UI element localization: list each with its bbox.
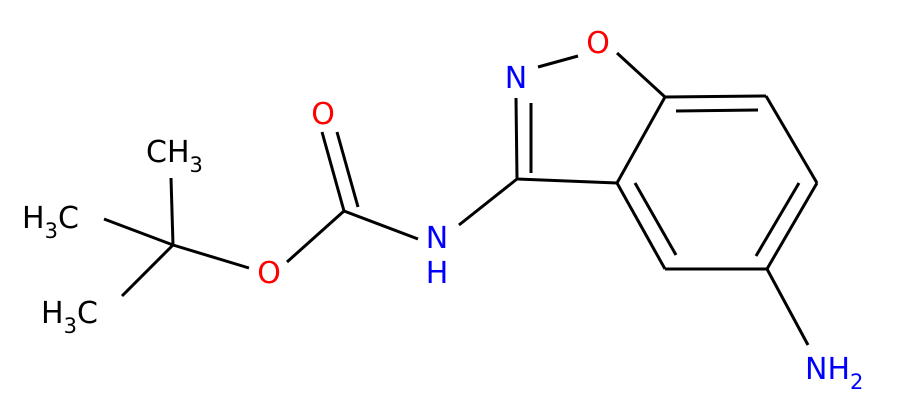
ring-nitrogen-label: N — [505, 61, 527, 96]
bond-quat-c-ch3-bot — [120, 243, 175, 298]
carbonyl-oxygen-label: O — [311, 97, 335, 132]
bond-carbonyl-c-o — [320, 131, 346, 212]
bond-c4-c3a-inner — [633, 182, 678, 256]
methyl-top-label: CH3 — [146, 135, 203, 177]
amine-subscript: 2 — [850, 370, 863, 394]
methyl-bot-h: H — [41, 296, 64, 331]
bond-c5-nh2 — [765, 268, 810, 346]
atom-labels: O N O O N H CH3 H3C H3C NH2 — [22, 26, 863, 394]
amine-label: NH2 — [805, 352, 863, 394]
bond-c3-c3a — [516, 177, 618, 185]
bonds — [103, 51, 819, 346]
bond-c3a-c7a — [615, 96, 667, 184]
bond-carbonyl-c-o-double — [335, 131, 360, 208]
methyl-mid-subscript: 3 — [45, 219, 58, 243]
bond-quat-c-ch3-top — [169, 177, 175, 246]
bond-quat-c-ch3-mid — [103, 217, 174, 247]
bond-c7a-c7 — [664, 94, 767, 99]
methyl-bot-subscript: 3 — [64, 314, 77, 338]
methyl-mid-h: H — [22, 201, 45, 236]
bond-n2-c3 — [514, 97, 519, 180]
bond-c7a-o1 — [615, 51, 667, 99]
methyl-mid-c: C — [58, 201, 79, 236]
bond-c6-c5-inner — [754, 182, 801, 257]
amide-nitrogen-label: N — [426, 221, 448, 256]
bond-c4-c3a — [615, 182, 667, 270]
methyl-top-ch: CH — [146, 135, 190, 170]
bond-c6-c5 — [765, 182, 819, 270]
bond-c3-nh — [458, 177, 518, 227]
bond-carbonyl-c-ester-o — [285, 209, 346, 264]
methyl-bot-label: H3C — [41, 296, 98, 338]
methyl-top-subscript: 3 — [190, 153, 203, 177]
ester-oxygen-label: O — [257, 256, 281, 291]
bond-c7-c7-inner — [675, 108, 759, 113]
amine-nh: NH — [805, 352, 850, 387]
amide-hydrogen-label: H — [426, 256, 449, 291]
bond-nh-carbonyl-c — [343, 209, 419, 241]
bond-o1-n2 — [537, 54, 579, 69]
methyl-bot-c: C — [77, 296, 98, 331]
bond-ester-o-quat-c — [172, 243, 250, 270]
bond-c7-c6 — [764, 95, 819, 184]
ring-oxygen-label: O — [586, 26, 610, 61]
methyl-mid-label: H3C — [22, 201, 79, 243]
